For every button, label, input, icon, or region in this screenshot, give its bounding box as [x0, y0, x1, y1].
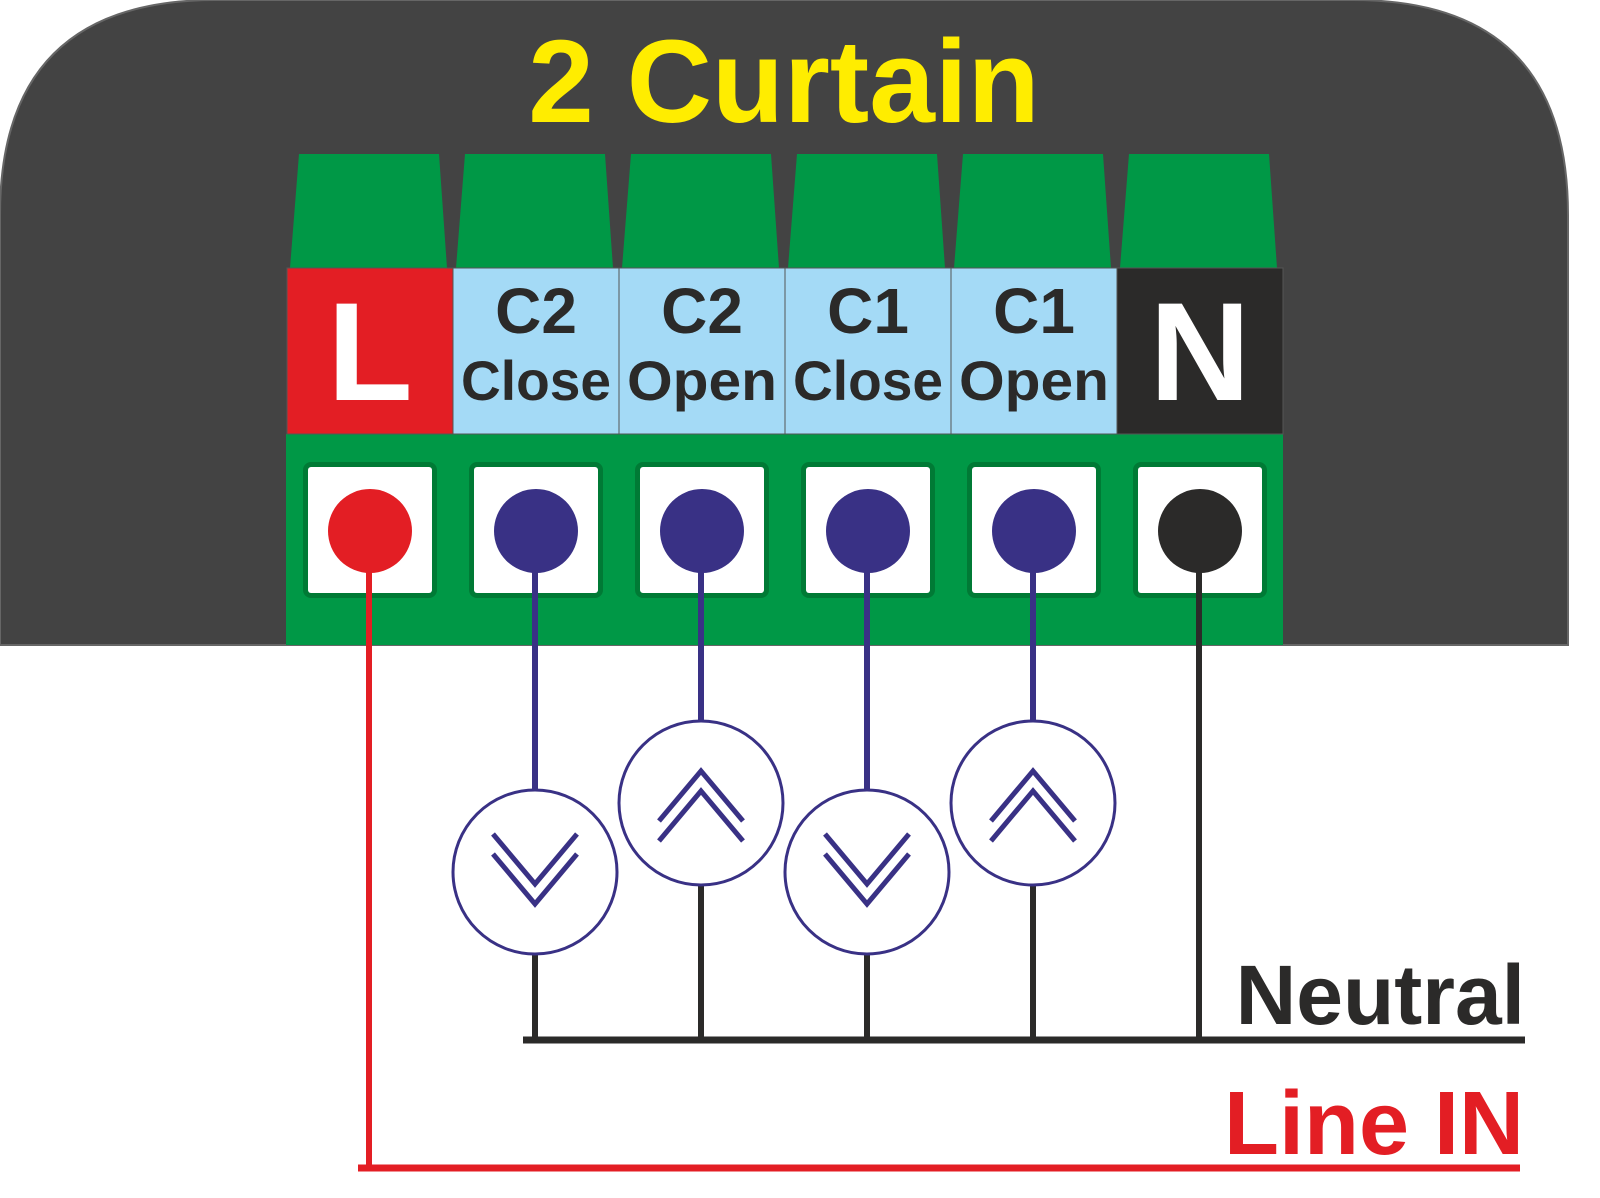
terminal-channel-label: C1 — [993, 275, 1075, 347]
terminal-channel-label: C2 — [661, 275, 743, 347]
terminal-label-box — [950, 267, 1118, 435]
chevron-up-icon — [657, 787, 745, 843]
chevron-down-icon — [491, 832, 579, 888]
curtain-motor-down — [451, 788, 619, 956]
curtain-motor-up — [949, 719, 1117, 887]
terminal-screw-tab — [788, 154, 945, 268]
terminal-block-base — [286, 434, 1283, 645]
terminal-screw-tab — [456, 154, 613, 268]
terminal-label: L — [327, 273, 413, 430]
terminal-channel-label: C1 — [827, 275, 909, 347]
terminal-screw-tab — [954, 154, 1111, 268]
terminal-n: N — [1116, 154, 1284, 598]
chevron-up-icon — [989, 767, 1077, 823]
terminal-channel-label: C2 — [495, 275, 577, 347]
motor-circle — [617, 719, 785, 887]
terminal-action-label: Close — [793, 349, 943, 412]
chevron-up-icon — [657, 767, 745, 823]
chevron-up-icon — [989, 787, 1077, 843]
terminal-screw-tab — [290, 154, 447, 268]
chevron-down-icon — [823, 852, 911, 908]
terminal-l: L — [286, 154, 454, 598]
terminal-label-box — [784, 267, 952, 435]
curtain-motor-up — [617, 719, 785, 887]
terminal-label: N — [1149, 273, 1250, 430]
motor-circle — [783, 788, 951, 956]
line-in-label: Line IN — [1224, 1074, 1524, 1174]
curtain-motor-down — [783, 788, 951, 956]
terminal-label-box — [618, 267, 786, 435]
terminal-action-label: Open — [959, 349, 1109, 412]
neutral-label: Neutral — [1236, 948, 1525, 1042]
chevron-down-icon — [491, 852, 579, 908]
terminal-action-label: Close — [461, 349, 611, 412]
terminal-screw-tab — [622, 154, 779, 268]
terminal-screw-tab — [1120, 154, 1277, 268]
motor-circle — [949, 719, 1117, 887]
motor-circle — [451, 788, 619, 956]
terminal-action-label: Open — [627, 349, 777, 412]
chevron-down-icon — [823, 832, 911, 888]
device-title: 2 Curtain — [528, 16, 1039, 148]
terminal-label-box — [286, 267, 454, 435]
terminal-label-box — [1116, 267, 1284, 435]
